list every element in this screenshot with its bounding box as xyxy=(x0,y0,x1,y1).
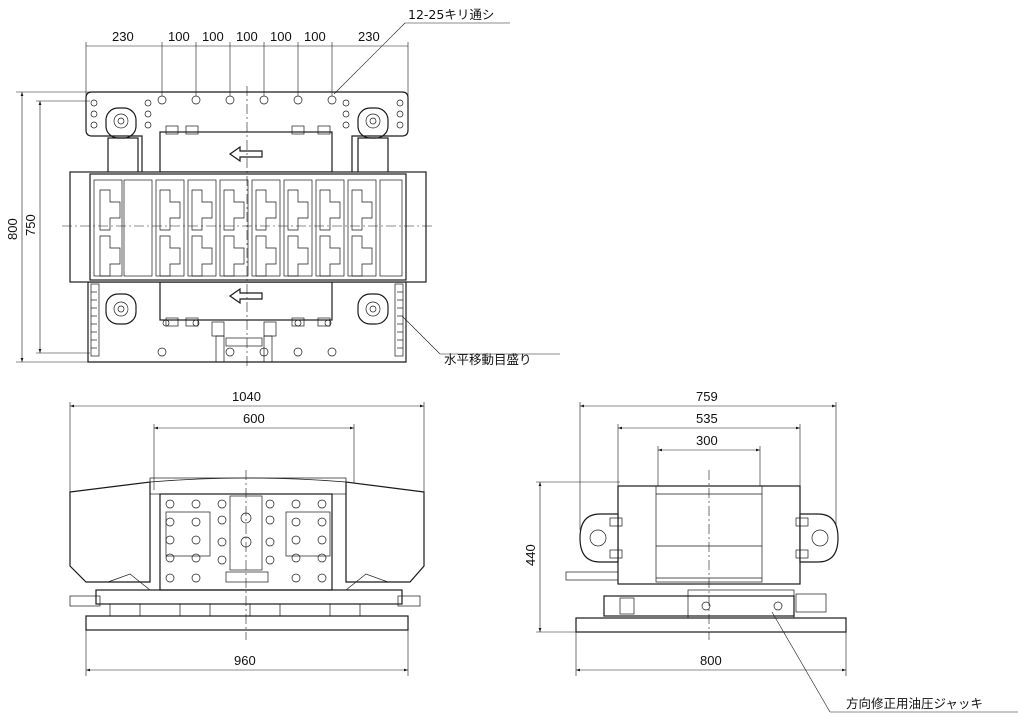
dim-800: 800 xyxy=(5,218,20,240)
top-height-dimensions: 800 750 xyxy=(5,91,90,363)
holes-note: 12-25キリ通シ xyxy=(408,7,494,22)
right-housing xyxy=(345,481,425,583)
dim-750: 750 xyxy=(23,214,38,236)
front-view: 1040 600 xyxy=(69,389,425,676)
dim-100-5: 100 xyxy=(304,29,326,44)
dim-600: 600 xyxy=(243,411,265,426)
dim-800-side: 800 xyxy=(700,653,722,668)
left-arrow-lower xyxy=(228,287,263,305)
dim-535: 535 xyxy=(696,411,718,426)
dim-230-right: 230 xyxy=(358,29,380,44)
hydraulic-jack xyxy=(603,595,795,617)
jack-note: 方向修正用油圧ジャッキ xyxy=(846,696,983,711)
side-base-plate xyxy=(575,617,847,633)
side-lug-right xyxy=(799,513,839,563)
dim-300: 300 xyxy=(696,433,718,448)
top-view: 230 100 100 100 100 100 230 12-25キリ通シ 80… xyxy=(5,7,560,368)
dim-960: 960 xyxy=(234,653,256,668)
dim-230-left: 230 xyxy=(112,29,134,44)
side-lug-left xyxy=(579,513,619,563)
mount-holes-top xyxy=(90,95,404,129)
side-fitting xyxy=(565,571,619,581)
front-bolts xyxy=(165,499,327,583)
hydraulic-fittings xyxy=(211,321,277,363)
dim-100-4: 100 xyxy=(270,29,292,44)
upper-jack-block xyxy=(159,131,333,173)
front-base-plate xyxy=(85,615,409,631)
dim-100-2: 100 xyxy=(202,29,224,44)
dim-759: 759 xyxy=(696,389,718,404)
dim-100-1: 100 xyxy=(168,29,190,44)
scale-note: 水平移動目盛り xyxy=(444,352,532,367)
side-view: 759 535 300 440 xyxy=(523,389,1018,713)
dim-1040: 1040 xyxy=(232,389,261,404)
left-housing xyxy=(69,481,151,583)
horizontal-scale-right xyxy=(394,283,404,357)
front-slide-rail xyxy=(95,589,403,605)
left-arrow-upper xyxy=(228,145,263,163)
lower-jack-block xyxy=(159,281,333,321)
top-width-dimensions: 230 100 100 100 100 100 230 xyxy=(85,29,409,96)
rail-segments xyxy=(93,179,403,277)
dim-440: 440 xyxy=(523,544,538,566)
dim-100-3: 100 xyxy=(236,29,258,44)
horizontal-scale-left xyxy=(90,283,100,357)
